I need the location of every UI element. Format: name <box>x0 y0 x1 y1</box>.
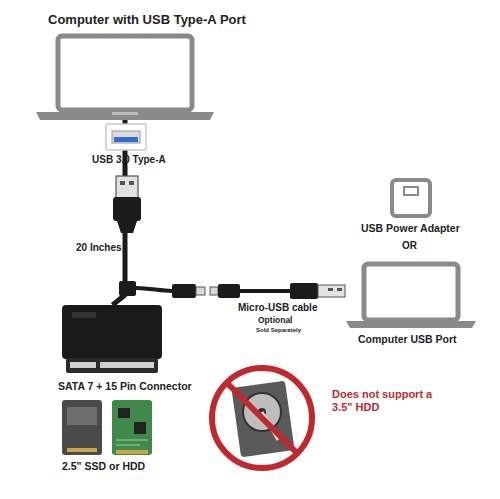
laptop-icon <box>346 264 476 328</box>
usb-a-plug <box>113 176 141 233</box>
cable-junction <box>119 281 136 296</box>
sata-connector-node: SATA 7 + 15 Pin Connector <box>55 300 170 396</box>
power-adapter-icon <box>392 180 430 216</box>
node-label: Computer USB Port <box>358 333 457 346</box>
port-label: USB 3.0 Type-A <box>92 154 166 166</box>
micro-usb-branch <box>136 283 345 299</box>
power-adapter-node: USB Power Adapter <box>355 172 485 238</box>
laptop-icon <box>36 36 214 120</box>
hdd-board <box>112 400 152 455</box>
hdd-35-prohibited <box>212 368 312 468</box>
laptop-node: Computer with USB Type-A Port <box>30 8 220 120</box>
node-label: USB Power Adapter <box>361 222 460 235</box>
optional-note: Optional <box>258 315 292 325</box>
node-label: Computer with USB Type-A Port <box>48 12 246 28</box>
laptop-node: Computer USB Port <box>340 255 485 355</box>
drive-node: 2.5" SSD or HDD <box>58 396 168 478</box>
or-label: OR <box>402 240 417 252</box>
node-label: SATA 7 + 15 Pin Connector <box>58 380 192 393</box>
sold-note: Sold Separately <box>256 327 301 334</box>
node-label: Does not support a 3.5" HDD <box>332 388 442 414</box>
warning-node: Does not support a 3.5" HDD <box>205 362 450 474</box>
node-label: 2.5" SSD or HDD <box>62 460 145 473</box>
sata-adapter <box>62 305 162 373</box>
cable-label: Micro-USB cable <box>238 302 317 314</box>
ssd-drive <box>62 400 102 455</box>
length-label: 20 Inches <box>76 242 122 254</box>
usb-port-icon <box>106 124 146 150</box>
